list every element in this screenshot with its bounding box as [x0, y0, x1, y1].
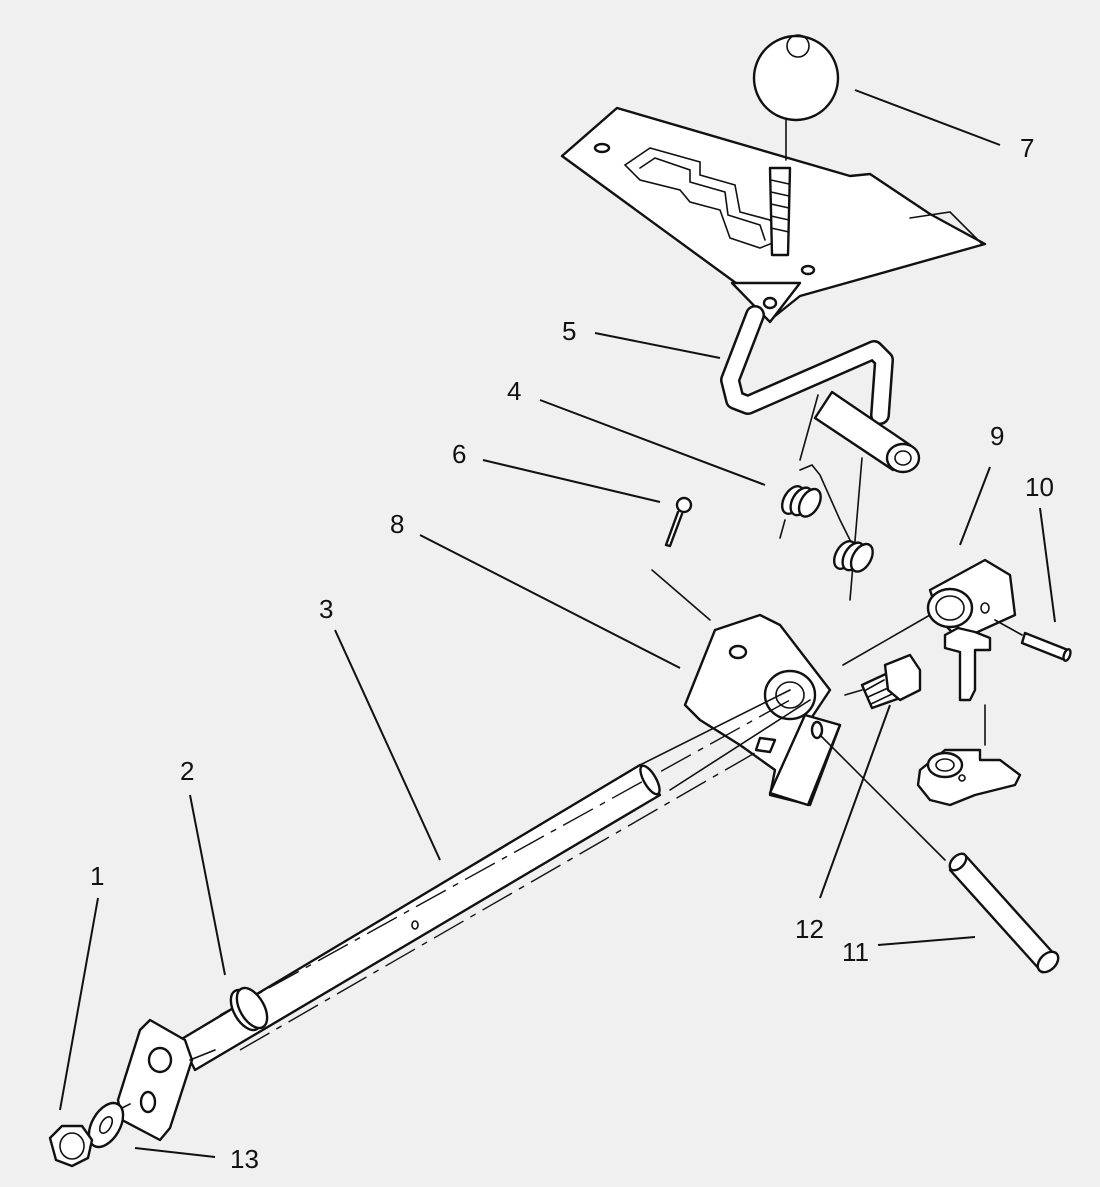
- callout-2: 2: [180, 756, 194, 786]
- shaft-end-plate: [116, 1018, 216, 1142]
- callout-12: 12: [795, 914, 824, 944]
- callout-5: 5: [562, 316, 576, 346]
- callout-6: 6: [452, 439, 466, 469]
- cross-shaft: [178, 689, 811, 1072]
- callout-11: 11: [842, 937, 869, 967]
- clevis-pin: [819, 734, 1060, 974]
- roll-pin: [994, 619, 1072, 662]
- shift-knob: [752, 34, 840, 257]
- callout-7: 7: [1020, 133, 1034, 163]
- hex-nut: [48, 1103, 131, 1168]
- callout-10: 10: [1025, 472, 1054, 502]
- torsion-springs: [779, 394, 874, 601]
- shift-collar: [842, 558, 1017, 746]
- callout-4: 4: [507, 376, 521, 406]
- callout-9: 9: [990, 421, 1004, 451]
- cotter-pin: [651, 496, 711, 621]
- shift-lever: [720, 305, 921, 474]
- callout-13: 13: [230, 1144, 259, 1174]
- washer: [87, 1101, 125, 1149]
- mounting-bracket: [683, 613, 842, 807]
- shift-arm: [916, 748, 1022, 807]
- leader-lines: [59, 89, 1056, 1158]
- callout-3: 3: [319, 594, 333, 624]
- callout-labels: 1 2 3 4 5 6 7 8 9 10 11 12 13: [90, 133, 1054, 1174]
- shoulder-bolt: [844, 653, 922, 710]
- callout-1: 1: [90, 861, 104, 891]
- bushing: [229, 986, 269, 1032]
- callout-8: 8: [390, 509, 404, 539]
